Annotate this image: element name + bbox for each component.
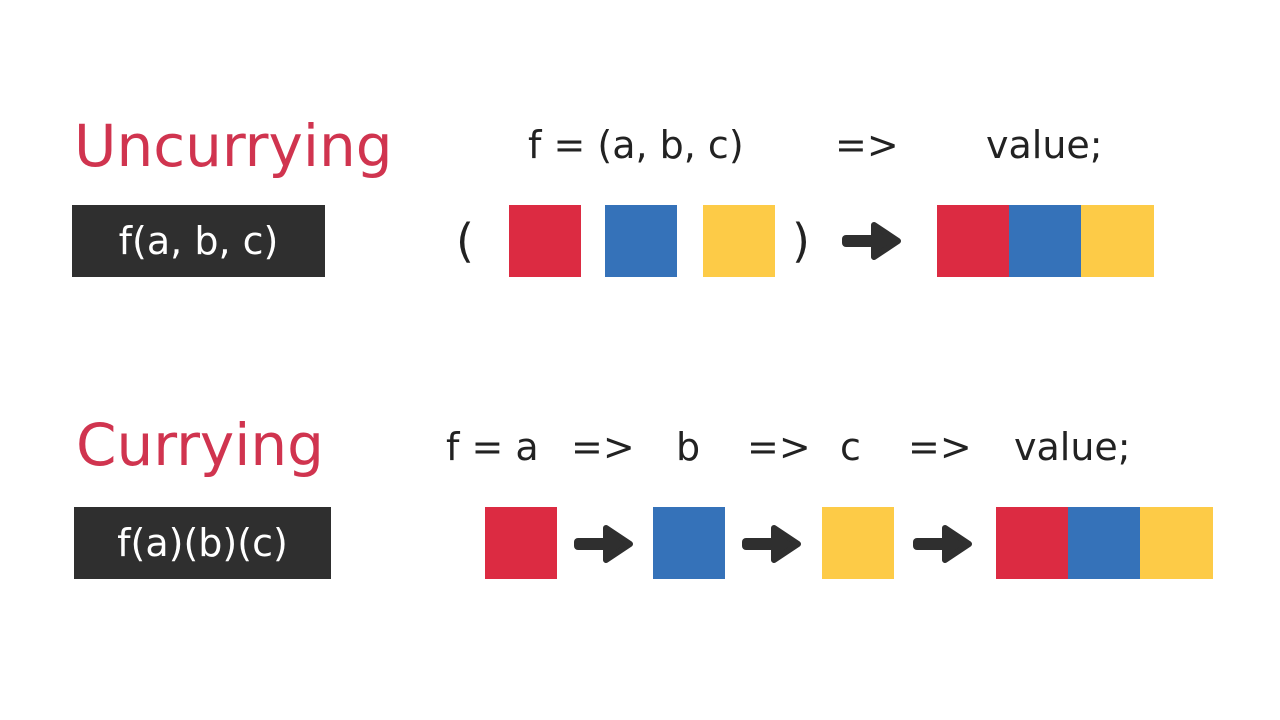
step-c-square bbox=[822, 507, 894, 579]
currying-code-arrow-3: => bbox=[908, 425, 972, 469]
uncurrying-title: Uncurrying bbox=[74, 112, 393, 180]
currying-code-c: c bbox=[840, 425, 861, 469]
result-b-square bbox=[1009, 205, 1081, 277]
right-arrow-icon bbox=[842, 222, 901, 260]
uncurrying-result-value bbox=[937, 205, 1154, 277]
currying-signature-box: f(a)(b)(c) bbox=[74, 507, 331, 579]
result-b-square bbox=[1068, 507, 1140, 579]
result-a-square bbox=[996, 507, 1068, 579]
uncurrying-signature: f(a, b, c) bbox=[118, 219, 279, 263]
result-c-square bbox=[1081, 205, 1154, 277]
arg-a-square bbox=[509, 205, 581, 277]
currying-code-a: f = a bbox=[446, 425, 539, 469]
uncurrying-code-params: f = (a, b, c) bbox=[528, 123, 744, 167]
right-arrow-icon bbox=[574, 525, 633, 563]
arg-b-square bbox=[605, 205, 677, 277]
close-paren: ) bbox=[792, 214, 810, 268]
currying-result-value bbox=[996, 507, 1213, 579]
right-arrow-icon bbox=[913, 525, 972, 563]
currying-signature: f(a)(b)(c) bbox=[117, 521, 288, 565]
step-b-square bbox=[653, 507, 725, 579]
currying-code-result: value; bbox=[1014, 425, 1131, 469]
step-a-square bbox=[485, 507, 557, 579]
open-paren: ( bbox=[456, 214, 474, 268]
currying-code-arrow-1: => bbox=[571, 425, 635, 469]
uncurrying-signature-box: f(a, b, c) bbox=[72, 205, 325, 277]
arg-c-square bbox=[703, 205, 775, 277]
result-c-square bbox=[1140, 507, 1213, 579]
result-a-square bbox=[937, 205, 1009, 277]
currying-code-b: b bbox=[676, 425, 701, 469]
currying-title: Currying bbox=[76, 411, 324, 479]
right-arrow-icon bbox=[742, 525, 801, 563]
uncurrying-code-result: value; bbox=[986, 123, 1103, 167]
uncurrying-code-arrow: => bbox=[835, 123, 899, 167]
currying-code-arrow-2: => bbox=[747, 425, 811, 469]
